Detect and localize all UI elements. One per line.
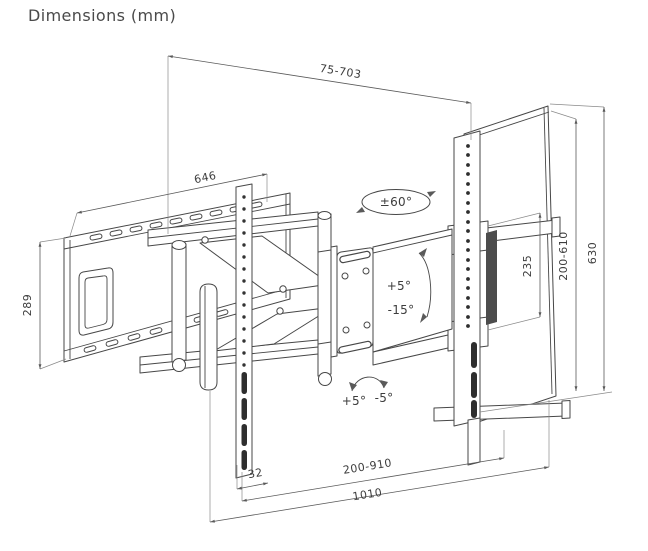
tilt-down-label: -15° <box>388 303 415 317</box>
vesa-screw-hole <box>341 272 349 280</box>
arm-bolt <box>279 285 287 293</box>
extension-lines <box>39 56 613 522</box>
dim-label-height-adjust-range: 200-610 <box>557 231 570 280</box>
tilt-annotation: +5° -15° <box>387 248 432 323</box>
front-rail-bar <box>199 283 218 391</box>
arm-bolt <box>276 307 284 315</box>
post-plus-label: +5° <box>342 394 367 408</box>
swivel-angle-label: ±60° <box>380 195 413 209</box>
swivel-annotation: ±60° <box>356 189 436 215</box>
left-tv-rail <box>235 183 253 479</box>
vesa-screw-hole <box>363 321 371 329</box>
vesa-screw-hole <box>342 326 350 334</box>
dimension-labels: 75-703 646 289 235 200-610 630 32 200-91… <box>21 62 599 503</box>
center-pivot-post <box>317 211 332 386</box>
dim-label-overall-width: 1010 <box>352 486 384 504</box>
wall-pivot-post <box>171 240 187 372</box>
arm-bolt <box>201 236 209 244</box>
articulating-arms <box>139 211 334 374</box>
dimension-lines <box>38 55 606 523</box>
dim-label-width-adjust-range: 200-910 <box>342 456 393 477</box>
dim-label-bracket-height: 630 <box>586 242 599 265</box>
dim-label-wall-plate-width: 646 <box>193 169 218 186</box>
vesa-plate <box>330 245 374 358</box>
rail-side-face <box>486 230 497 325</box>
wall-plate-cutout <box>78 267 114 336</box>
dim-label-slot-offset: 32 <box>247 466 264 481</box>
tilt-up-label: +5° <box>387 279 412 293</box>
tilt-panel <box>372 228 453 353</box>
dim-label-crossbar-spacing: 235 <box>521 255 534 278</box>
post-minus-label: -5° <box>375 391 394 405</box>
right-tv-rail <box>453 130 481 466</box>
dim-label-depth-range: 75-703 <box>319 62 362 81</box>
page-title: Dimensions (mm) <box>28 6 177 25</box>
vesa-screw-hole <box>362 267 370 275</box>
post-level-annotation: +5° -5° <box>342 376 394 408</box>
dim-label-wall-plate-height: 289 <box>21 294 34 317</box>
